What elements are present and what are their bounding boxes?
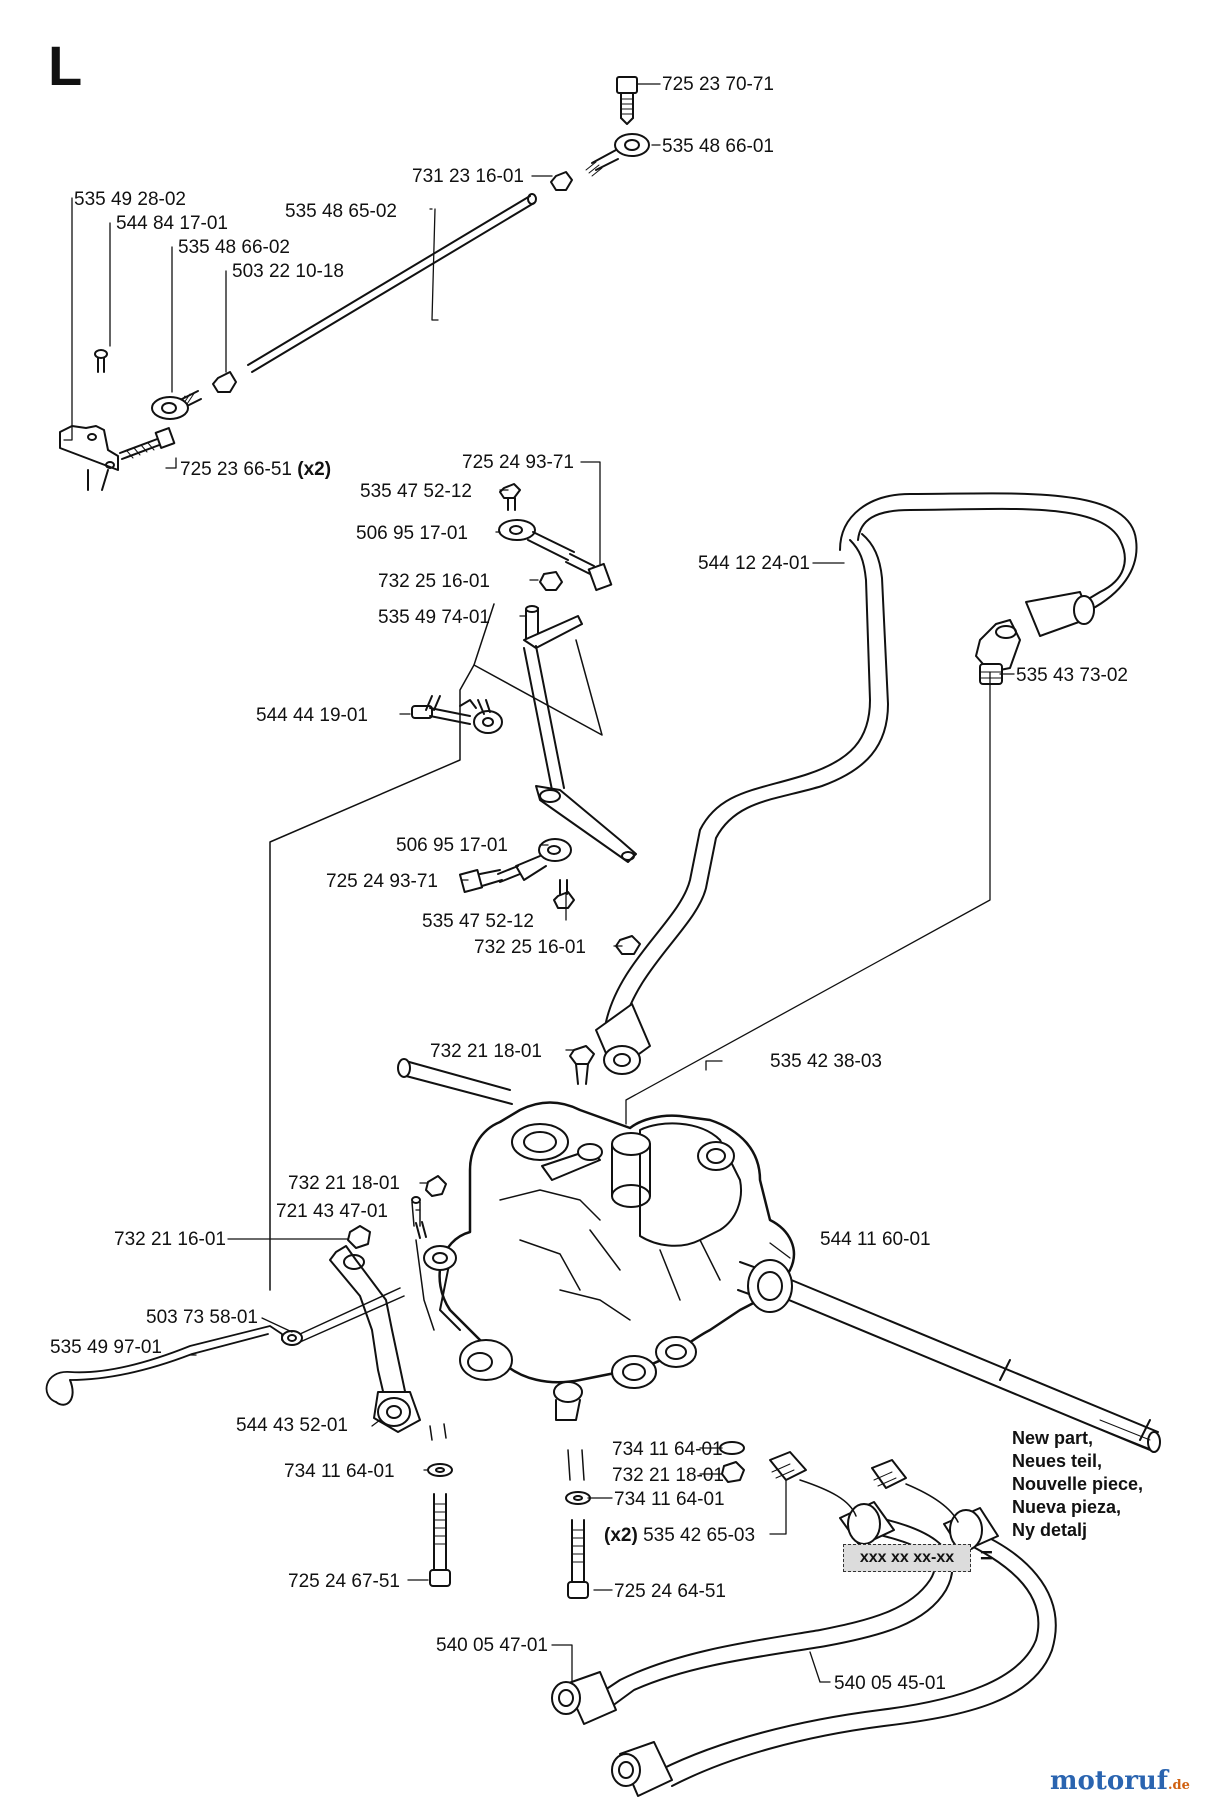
part-label: 725 24 67-51 [288, 1571, 400, 1592]
legend-line: Nueva pieza, [1012, 1497, 1122, 1517]
part-label: 544 84 17-01 [116, 213, 228, 234]
legend-line: Nouvelle piece, [1012, 1474, 1144, 1494]
linkage-544-44-19 [269, 664, 503, 1291]
part-label: 506 95 17-01 [396, 835, 508, 856]
part-label: 725 24 93-71 [462, 452, 574, 473]
lever-544-43-52 [329, 1221, 427, 1433]
part-label: 535 49 74-01 [378, 607, 490, 628]
part-label: 732 21 18-01 [288, 1173, 400, 1194]
part-label: 732 25 16-01 [378, 571, 490, 592]
part-label: 535 49 28-02 [74, 189, 186, 210]
part-label: 732 21 16-01 [114, 1229, 226, 1250]
section-letter: L [48, 34, 83, 97]
hydraulic-line-top [595, 492, 1138, 1075]
part-label: 544 12 24-01 [698, 553, 810, 574]
legend-line: New part, [1012, 1428, 1094, 1448]
rod-535-49-97 [45, 1287, 405, 1406]
part-label: 721 43 47-01 [276, 1201, 388, 1222]
part-label: 535 43 73-02 [1016, 665, 1128, 686]
part-label: 535 48 66-02 [178, 237, 290, 258]
legend-line: Ny detalj [1012, 1520, 1088, 1540]
part-label: 503 73 58-01 [146, 1307, 258, 1328]
part-label: 734 11 64-01 [614, 1489, 725, 1510]
part-label: 535 48 66-01 [662, 136, 774, 157]
part-label: 731 23 16-01 [412, 166, 524, 187]
legend-line: Neues teil, [1012, 1451, 1103, 1471]
part-label: 544 44 19-01 [256, 705, 368, 726]
part-label: 725 24 64-51 [614, 1581, 726, 1602]
control-lever-assembly [458, 483, 641, 955]
part-label: 734 11 64-01 [284, 1461, 395, 1482]
part-label: 535 42 38-03 [770, 1051, 882, 1072]
new-part-legend: New part, Neues teil, Nouvelle piece, Nu… [1012, 1427, 1143, 1542]
part-label: 544 43 52-01 [236, 1415, 348, 1436]
upper-linkage-assembly [59, 76, 650, 491]
part-label: 503 22 10-18 [232, 261, 344, 282]
part-label: 732 25 16-01 [474, 937, 586, 958]
transaxle [397, 1045, 1161, 1453]
part-label: 732 21 18-01 [430, 1041, 542, 1062]
part-label: 540 05 47-01 [436, 1635, 548, 1656]
leader-lines [63, 83, 1015, 1685]
part-label: 540 05 45-01 [834, 1673, 946, 1694]
part-label: 732 21 18-01 [612, 1465, 724, 1486]
part-label: 535 49 97-01 [50, 1337, 162, 1358]
part-label: 535 47 52-12 [422, 911, 534, 932]
part-label: (x2) 535 42 65-03 [604, 1525, 756, 1546]
part-label: 734 11 64-01 [612, 1439, 723, 1460]
lower-hydraulic-lines [551, 1451, 1057, 1797]
legend-equals: = [980, 1543, 993, 1568]
part-label: 725 23 66-51 (x2) [180, 459, 332, 480]
part-label: 725 24 93-71 [326, 871, 438, 892]
part-label: 544 11 60-01 [820, 1229, 931, 1250]
part-label: 535 48 65-02 [285, 201, 397, 222]
part-label: 725 23 70-71 [662, 74, 774, 95]
part-label: 506 95 17-01 [356, 523, 468, 544]
watermark-logo: motoruf.de [1050, 1766, 1190, 1796]
legend-sample-box: xxx xx xx-xx [843, 1544, 971, 1572]
part-label: 535 47 52-12 [360, 481, 472, 502]
